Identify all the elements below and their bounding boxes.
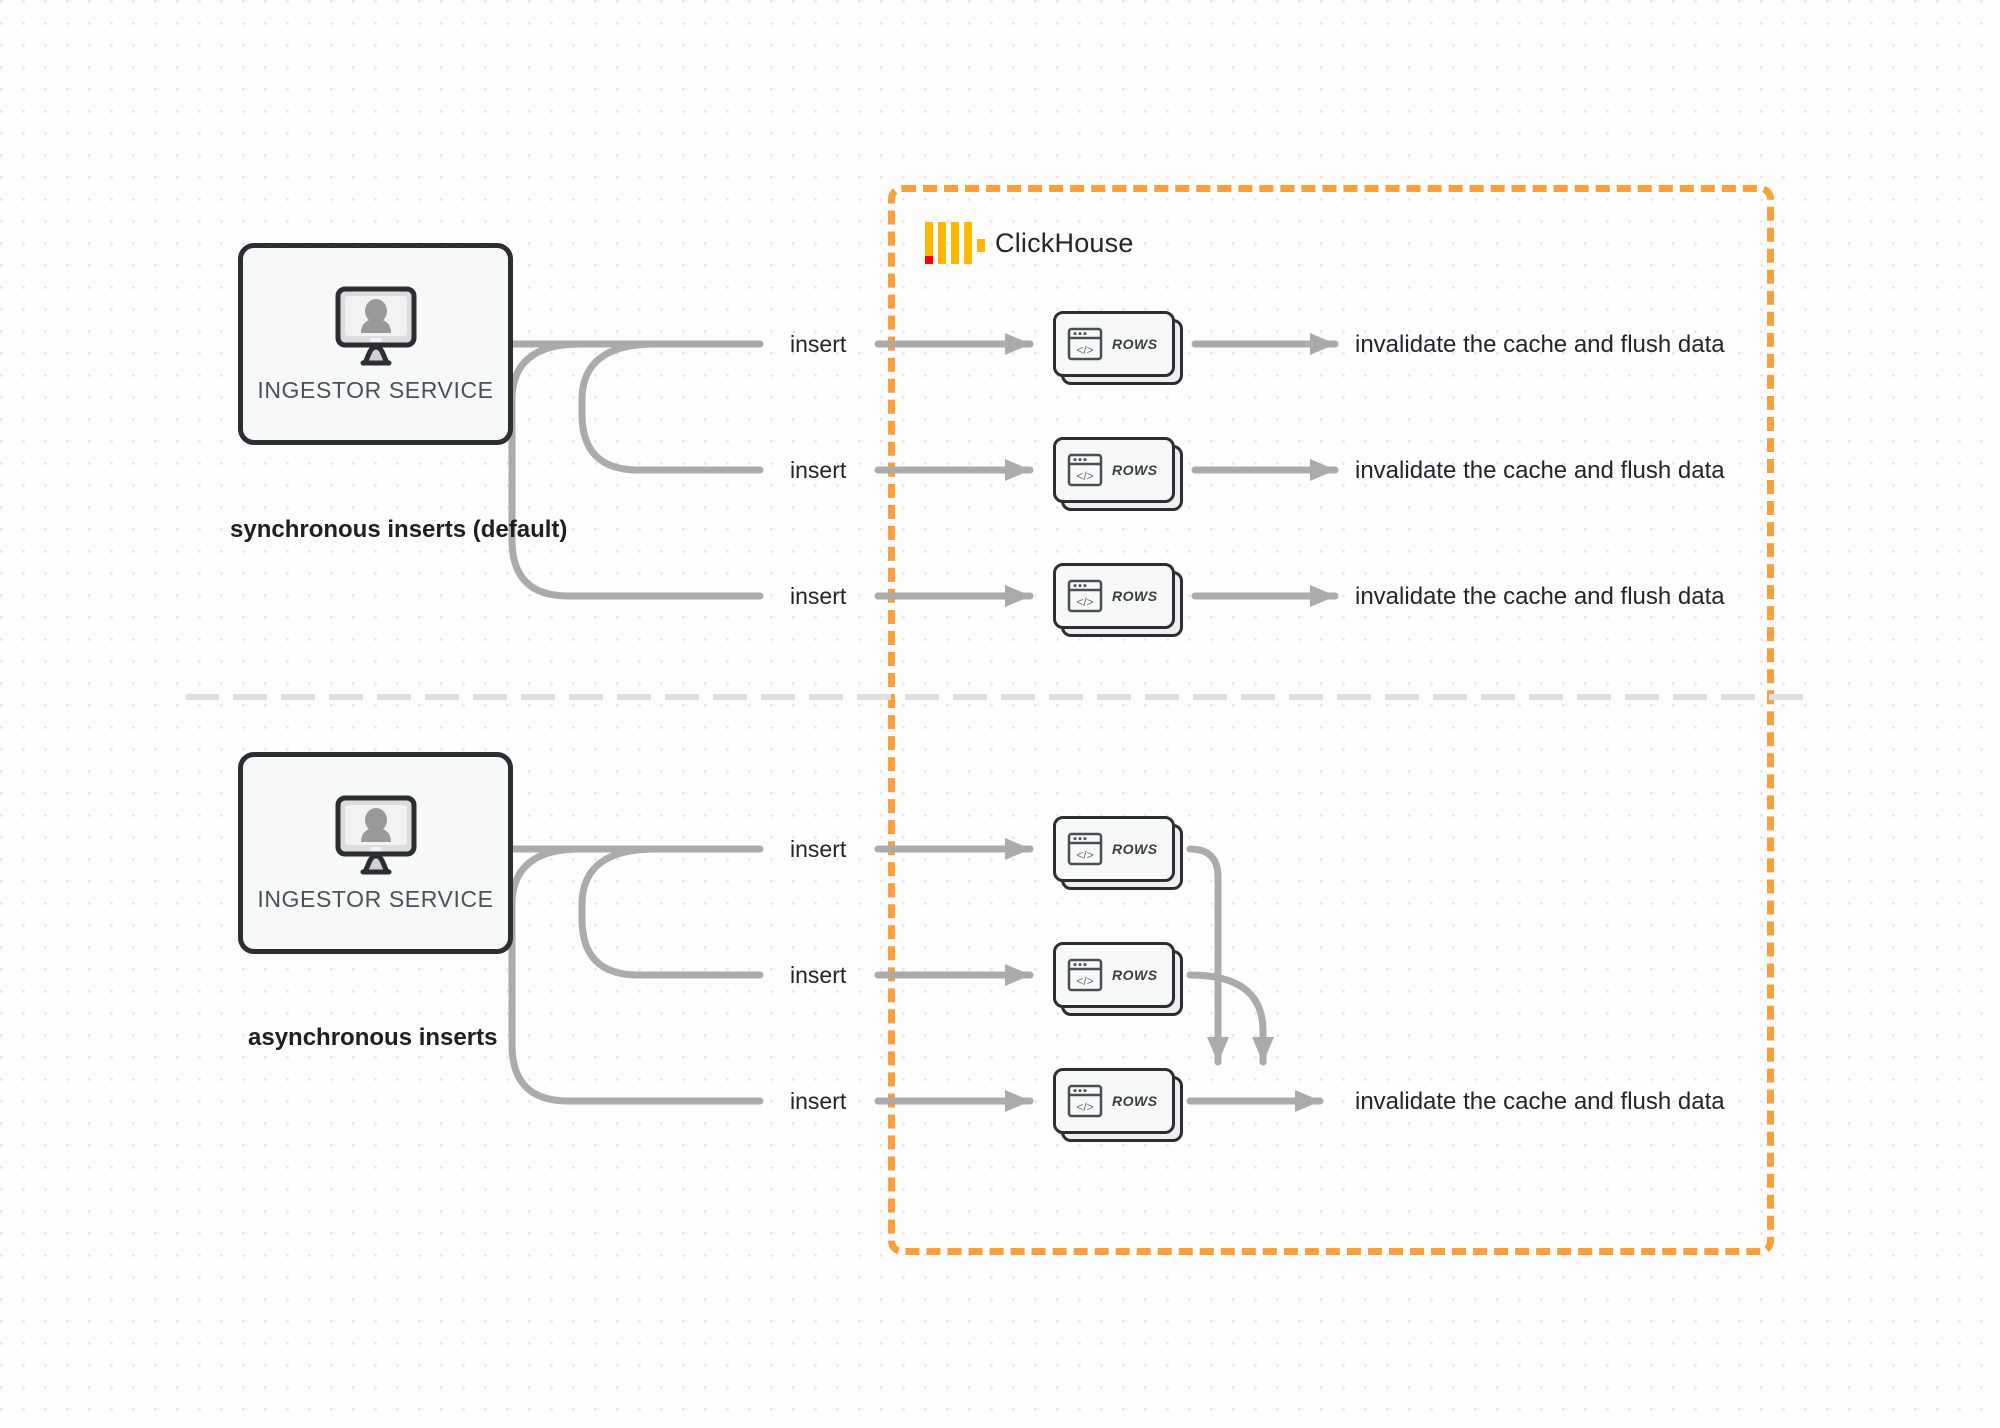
edge-label-async-insert-3: insert bbox=[790, 1088, 847, 1114]
edge-label-sync-insert-2: insert bbox=[790, 457, 847, 483]
svg-text:</>: </> bbox=[1076, 848, 1093, 862]
sink-label-sync-2: invalidate the cache and flush data bbox=[1355, 457, 1725, 484]
monitor-user-icon bbox=[330, 794, 422, 878]
sync-branch-row2 bbox=[578, 340, 764, 474]
code-window-icon: </> bbox=[1067, 453, 1103, 487]
rows-node-label: ROWS bbox=[1112, 336, 1158, 352]
svg-text:</>: </> bbox=[1076, 1100, 1093, 1114]
rows-node-front-card: </> ROWS bbox=[1053, 563, 1175, 629]
sync-branch-row3 bbox=[508, 340, 764, 600]
edge-label-sync-insert-1: insert bbox=[790, 331, 847, 357]
rows-node-front-card: </> ROWS bbox=[1053, 816, 1175, 882]
rows-node-sync-3[interactable]: </> ROWS bbox=[1053, 563, 1183, 637]
rows-node-label: ROWS bbox=[1112, 462, 1158, 478]
logo-bar-5 bbox=[977, 239, 985, 252]
rows-node-label: ROWS bbox=[1112, 841, 1158, 857]
rows-node-front-card: </> ROWS bbox=[1053, 437, 1175, 503]
rows-node-async-1[interactable]: </> ROWS bbox=[1053, 816, 1183, 890]
clickhouse-brand-label: ClickHouse bbox=[995, 227, 1134, 258]
group-label-synchronous: synchronous inserts (default) bbox=[230, 516, 568, 543]
edge-label-sync-insert-3: insert bbox=[790, 583, 847, 609]
code-window-icon: </> bbox=[1067, 327, 1103, 361]
sink-label-sync-3: invalidate the cache and flush data bbox=[1355, 583, 1725, 610]
rows-node-sync-1[interactable]: </> ROWS bbox=[1053, 311, 1183, 385]
async-branch-row2 bbox=[578, 845, 764, 979]
rows-node-label: ROWS bbox=[1112, 1093, 1158, 1109]
rows-node-front-card: </> ROWS bbox=[1053, 1068, 1175, 1134]
rows-node-label: ROWS bbox=[1112, 588, 1158, 604]
logo-bar-3 bbox=[951, 222, 959, 264]
rows-node-async-2[interactable]: </> ROWS bbox=[1053, 942, 1183, 1016]
clickhouse-logo bbox=[925, 222, 985, 264]
rows-node-front-card: </> ROWS bbox=[1053, 942, 1175, 1008]
sink-label-async-shared: invalidate the cache and flush data bbox=[1355, 1088, 1725, 1115]
rows-node-async-3[interactable]: </> ROWS bbox=[1053, 1068, 1183, 1142]
group-label-asynchronous: asynchronous inserts bbox=[248, 1024, 498, 1051]
svg-text:</>: </> bbox=[1076, 974, 1093, 988]
code-window-icon: </> bbox=[1067, 832, 1103, 866]
monitor-user-icon bbox=[330, 285, 422, 369]
code-window-icon: </> bbox=[1067, 579, 1103, 613]
clickhouse-boundary bbox=[888, 185, 1774, 1255]
ingestor-service-async-label: INGESTOR SERVICE bbox=[257, 885, 494, 912]
logo-red-square bbox=[925, 256, 933, 264]
clickhouse-brand: ClickHouse bbox=[925, 222, 1134, 264]
section-divider bbox=[185, 694, 1810, 700]
logo-bar-2 bbox=[938, 222, 946, 264]
edge-label-async-insert-1: insert bbox=[790, 836, 847, 862]
rows-node-sync-2[interactable]: </> ROWS bbox=[1053, 437, 1183, 511]
ingestor-service-async[interactable]: INGESTOR SERVICE bbox=[238, 752, 513, 954]
svg-text:</>: </> bbox=[1076, 595, 1093, 609]
ingestor-service-sync[interactable]: INGESTOR SERVICE bbox=[238, 243, 513, 445]
rows-node-front-card: </> ROWS bbox=[1053, 311, 1175, 377]
logo-bar-1 bbox=[925, 222, 933, 264]
async-branch-row3 bbox=[508, 845, 764, 1105]
ingestor-service-sync-label: INGESTOR SERVICE bbox=[257, 376, 494, 403]
svg-text:</>: </> bbox=[1076, 343, 1093, 357]
rows-node-label: ROWS bbox=[1112, 967, 1158, 983]
code-window-icon: </> bbox=[1067, 1084, 1103, 1118]
svg-text:</>: </> bbox=[1076, 469, 1093, 483]
code-window-icon: </> bbox=[1067, 958, 1103, 992]
edge-label-async-insert-2: insert bbox=[790, 962, 847, 988]
logo-bar-4 bbox=[964, 222, 972, 264]
sink-label-sync-1: invalidate the cache and flush data bbox=[1355, 331, 1725, 358]
